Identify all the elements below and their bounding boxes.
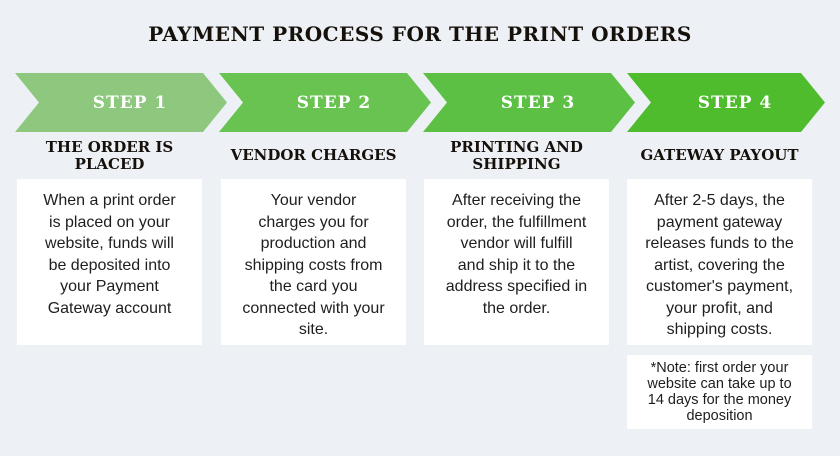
step-3-column: PRINTING AND SHIPPING After receiving th… — [424, 134, 609, 345]
step-3-arrow: STEP 3 — [423, 73, 635, 132]
step-4-heading: GATEWAY PAYOUT — [640, 146, 799, 165]
step-2-description-box: Your vendor charges you for production a… — [221, 179, 406, 345]
step-1-heading: THE ORDER IS PLACED — [45, 137, 174, 173]
step-3-heading: PRINTING AND SHIPPING — [450, 137, 583, 173]
step-4-column: GATEWAY PAYOUT After 2-5 days, the payme… — [627, 134, 812, 429]
step-2-heading: VENDOR CHARGES — [230, 146, 397, 165]
page-title: PAYMENT PROCESS FOR THE PRINT ORDERS — [148, 22, 692, 46]
step-1-label: STEP 1 — [92, 92, 168, 113]
step-3-label: STEP 3 — [500, 92, 576, 113]
step-4-note-box: *Note: first order your website can take… — [627, 355, 812, 429]
step-3-description-box: After receiving the order, the fulfillme… — [424, 179, 609, 345]
step-1-arrow: STEP 1 — [15, 73, 227, 132]
step-4-arrow: STEP 4 — [627, 73, 825, 132]
step-1-column: THE ORDER IS PLACED When a print order i… — [17, 134, 202, 345]
step-2-label: STEP 2 — [296, 92, 372, 113]
step-1-description-box: When a print order is placed on your web… — [17, 179, 202, 345]
step-2-column: VENDOR CHARGES Your vendor charges you f… — [221, 134, 406, 345]
step-4-label: STEP 4 — [697, 92, 773, 113]
step-2-arrow: STEP 2 — [219, 73, 431, 132]
step-4-description-box: After 2-5 days, the payment gateway rele… — [627, 179, 812, 345]
